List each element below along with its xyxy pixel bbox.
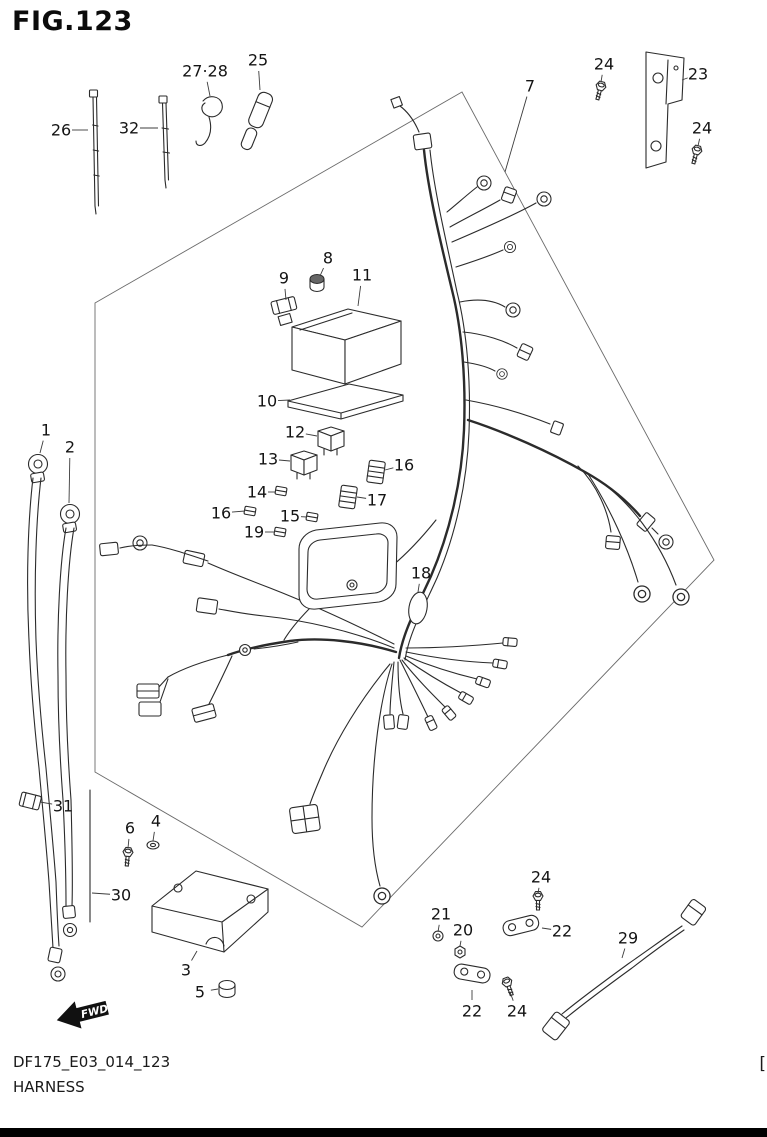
leader-line-20 [459, 940, 462, 947]
battery-cable-1 [27, 453, 66, 982]
clip-14 [274, 485, 288, 497]
relay-13 [290, 450, 318, 480]
leader-line-5 [210, 988, 219, 991]
bottom-scan-bar [0, 1128, 767, 1137]
fuse-box-lid-10 [287, 383, 404, 420]
bracket-22-a [502, 914, 540, 937]
leader-line-16 [231, 510, 246, 513]
leader-line-25 [258, 70, 261, 91]
bolt-24-b [687, 143, 704, 166]
relay-12 [317, 426, 345, 456]
leader-line-3 [191, 950, 198, 961]
document-code: DF175_E03_014_123 [13, 1053, 171, 1071]
bolt-24-c [532, 891, 544, 911]
main-harness [99, 95, 690, 905]
leader-line-24 [697, 138, 701, 147]
clamp-25 [240, 91, 274, 151]
leader-line-29 [621, 948, 626, 959]
leader-line-23 [681, 77, 688, 81]
grommet-5 [218, 979, 236, 999]
bolt-24-a [591, 79, 608, 102]
four-pin-connector [289, 804, 321, 834]
washer-21 [432, 930, 444, 942]
leader-line-1 [39, 440, 44, 454]
figure-title: FIG.123 [12, 6, 133, 37]
leader-line-12 [305, 433, 318, 437]
leader-line-24 [509, 991, 514, 1001]
grommet-8 [309, 274, 325, 293]
leader-lines [39, 70, 701, 1001]
connector-housing [298, 522, 398, 610]
grommet-18 [408, 591, 428, 625]
leader-line-31 [39, 801, 53, 805]
nut-20 [454, 945, 466, 959]
clamp-31 [18, 791, 42, 811]
cable-tie-32 [158, 95, 171, 189]
leader-line-16 [384, 467, 394, 471]
leader-line-9 [284, 288, 287, 301]
clip-15 [305, 511, 319, 523]
connector-9 [270, 296, 298, 315]
leader-line-6 [127, 838, 130, 849]
leader-line-11 [357, 285, 362, 307]
washer-4 [146, 840, 160, 850]
leader-line-18 [417, 583, 420, 593]
fuse-17 [338, 484, 358, 510]
leader-line-17 [356, 496, 367, 499]
cover-3 [151, 870, 269, 953]
leader-line-2 [68, 457, 71, 504]
fuse-box-11 [277, 308, 402, 385]
leader-line-21 [437, 924, 440, 933]
leader-line-30 [91, 892, 111, 895]
fwd-arrow: FWD [56, 1000, 110, 1029]
figure-name: HARNESS [13, 1078, 85, 1096]
leader-line-8 [319, 267, 324, 277]
clip-16 [243, 505, 257, 517]
bracket-22-b [453, 963, 491, 984]
bracket-23 [645, 51, 685, 169]
fuse-16 [366, 459, 386, 485]
leader-line-22 [541, 927, 552, 930]
cable-tie-26 [88, 89, 100, 215]
figure-border [94, 91, 715, 928]
leader-line-13 [278, 459, 291, 462]
leader-line-27·28 [206, 81, 211, 97]
page-corner-bracket: [ [759, 1054, 766, 1074]
fwd-arrow-label: FWD [80, 1003, 110, 1021]
clip-19 [273, 526, 287, 538]
bolt-24-d [500, 975, 518, 998]
leader-line-24 [600, 74, 603, 83]
battery-cable-2 [57, 503, 81, 938]
leader-line-24 [537, 887, 540, 894]
leader-line-10 [277, 399, 291, 401]
leader-line-4 [152, 831, 155, 842]
harness-cable-29 [542, 899, 707, 1041]
leader-line-7 [504, 96, 528, 173]
bolt-6 [121, 846, 134, 867]
clamp-27-28 [195, 96, 223, 146]
